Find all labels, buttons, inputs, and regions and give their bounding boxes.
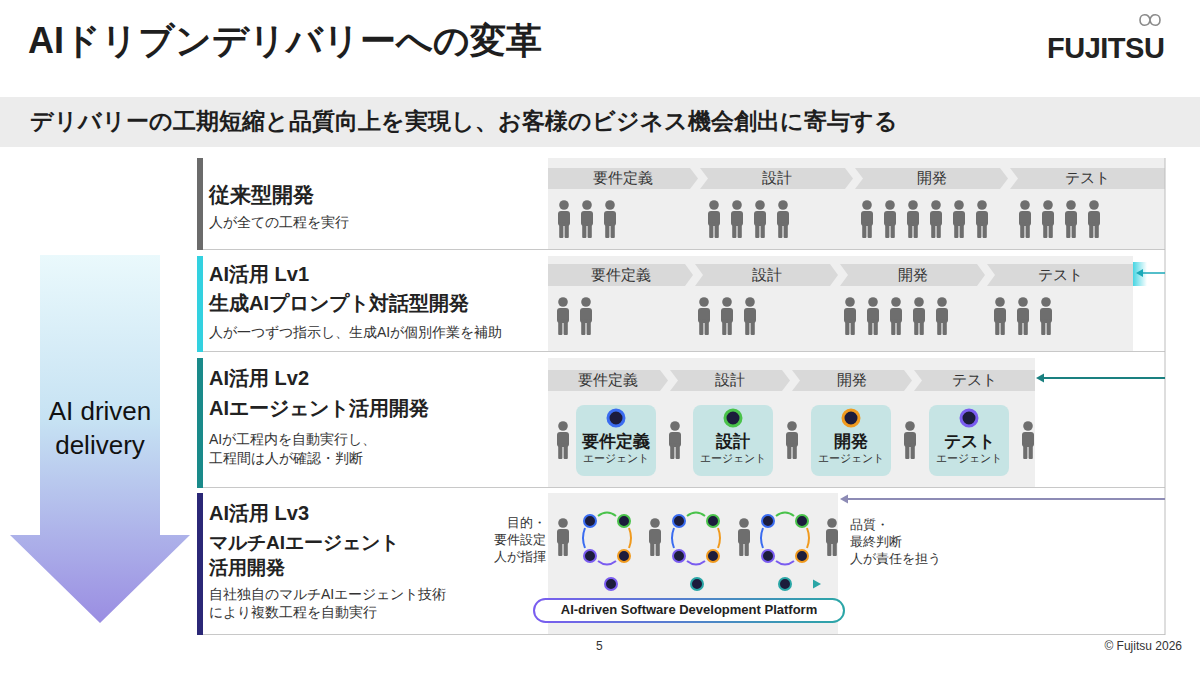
shape-fill bbox=[548, 370, 668, 391]
node-heading: 設計 bbox=[762, 169, 792, 188]
node-heading: 設計 bbox=[716, 431, 750, 452]
agent-box: 設計エージェント bbox=[693, 405, 773, 476]
copyright: © Fujitsu 2026 bbox=[1104, 639, 1182, 654]
node-heading: AI-driven Software Development Platform bbox=[561, 602, 817, 618]
node-text: エージェント bbox=[936, 452, 1002, 466]
node-heading: テスト bbox=[1038, 266, 1083, 285]
node-heading: 要件定義 bbox=[591, 266, 651, 285]
shape-fill bbox=[548, 264, 693, 286]
agent-box: テストエージェント bbox=[929, 405, 1009, 476]
phase-chevron: 開発 bbox=[840, 264, 985, 286]
note-text: 目的・ 要件設定 人が指揮 bbox=[466, 515, 546, 566]
phase-chevron: 要件定義 bbox=[548, 370, 668, 391]
page-number: 5 bbox=[596, 639, 603, 654]
shape-fill bbox=[914, 370, 1035, 391]
agent-box: 開発エージェント bbox=[811, 405, 891, 476]
logo-text: FUJITSU bbox=[1047, 30, 1164, 66]
node-heading: 開発 bbox=[837, 371, 867, 390]
phase-chevron: 要件定義 bbox=[548, 168, 698, 189]
node-text: エージェント bbox=[583, 452, 649, 466]
slide-title: AIドリブンデリバリーへの変革 bbox=[28, 18, 542, 63]
phase-chevron: 開発 bbox=[792, 370, 912, 391]
node-heading: 設計 bbox=[715, 371, 745, 390]
shape-fill bbox=[855, 168, 1008, 189]
phase-chevron: 開発 bbox=[855, 168, 1008, 189]
note-text: 品質・ 最終判断 人が責任を担う bbox=[850, 517, 970, 568]
node-text: エージェント bbox=[818, 452, 884, 466]
phase-chevron: 設計 bbox=[695, 264, 838, 286]
shape-fill bbox=[670, 370, 790, 391]
level-row: 従来型開発人が全ての工程を実行 要件定義 設計 開発 テスト bbox=[197, 158, 1165, 250]
level-row: AI活用 Lv2AIエージェント活用開発 AIが工程内を自動実行し、 工程間は人が… bbox=[197, 358, 1165, 488]
phase-chevron: 設計 bbox=[700, 168, 853, 189]
node-text: 生成AIプロンプト対話型開発 bbox=[209, 291, 469, 316]
node-heading: 要件定義 bbox=[582, 431, 650, 452]
level-row: AI活用 Lv3 マルチAIエージェント 活用開発自社独自のマルチAIエージェント… bbox=[197, 493, 1165, 635]
node-text: 人が全ての工程を実行 bbox=[209, 214, 349, 232]
logo-mark bbox=[1140, 15, 1160, 26]
shape-fill bbox=[548, 168, 698, 189]
platform-box: AI-driven Software Development Platform bbox=[533, 598, 845, 623]
phase-chevron: 要件定義 bbox=[548, 264, 693, 286]
shape-fill bbox=[840, 264, 985, 286]
node-text: マルチAIエージェント 活用開発 bbox=[209, 531, 509, 580]
node-heading: 開発 bbox=[898, 266, 928, 285]
shape-fill bbox=[10, 255, 190, 623]
node-heading: テスト bbox=[952, 371, 997, 390]
node-heading: デリバリーの工期短縮と品質向上を実現し、お客様のビジネス機会創出に寄与する bbox=[30, 107, 898, 136]
node-heading: AI活用 Lv1 bbox=[209, 262, 309, 287]
phase-chevron: 設計 bbox=[670, 370, 790, 391]
phase-chevron: テスト bbox=[914, 370, 1035, 391]
level-row: AI活用 Lv1 生成AIプロンプト対話型開発人が一つずつ指示し、生成AIが個別作… bbox=[197, 256, 1165, 352]
shape-fill bbox=[695, 264, 838, 286]
phase-chevron: テスト bbox=[1010, 168, 1165, 189]
node-heading: AI活用 Lv3 bbox=[209, 501, 309, 526]
node-heading: テスト bbox=[1065, 169, 1110, 188]
shape-fill bbox=[700, 168, 853, 189]
shape-fill bbox=[792, 370, 912, 391]
node-heading: 要件定義 bbox=[578, 371, 638, 390]
node-text: AIが工程内を自動実行し、 工程間は人が確認・判断 bbox=[209, 430, 539, 468]
node-text: エージェント bbox=[700, 452, 766, 466]
progress-arrow: AI driven delivery bbox=[10, 255, 190, 623]
node-heading: 従来型開発 bbox=[209, 182, 314, 208]
agent-box: 要件定義エージェント bbox=[576, 405, 656, 476]
node-heading: 開発 bbox=[917, 169, 947, 188]
phase-chevron: テスト bbox=[987, 264, 1133, 286]
node-heading: 設計 bbox=[752, 266, 782, 285]
node-heading: AI driven delivery bbox=[30, 395, 170, 463]
shape-fill bbox=[1010, 168, 1165, 189]
node-heading: 要件定義 bbox=[593, 169, 653, 188]
node-text: 自社独自のマルチAIエージェント技術 により複数工程を自動実行 bbox=[209, 585, 539, 621]
node-heading: テスト bbox=[944, 431, 995, 452]
shape-fill bbox=[987, 264, 1133, 286]
node-heading: 開発 bbox=[834, 431, 868, 452]
node-heading: AI活用 Lv2 bbox=[209, 366, 309, 391]
subtitle-band: デリバリーの工期短縮と品質向上を実現し、お客様のビジネス機会創出に寄与する bbox=[0, 97, 1200, 147]
node-text: 人が一つずつ指示し、生成AIが個別作業を補助 bbox=[209, 324, 502, 342]
node-text: AIエージェント活用開発 bbox=[209, 396, 429, 421]
